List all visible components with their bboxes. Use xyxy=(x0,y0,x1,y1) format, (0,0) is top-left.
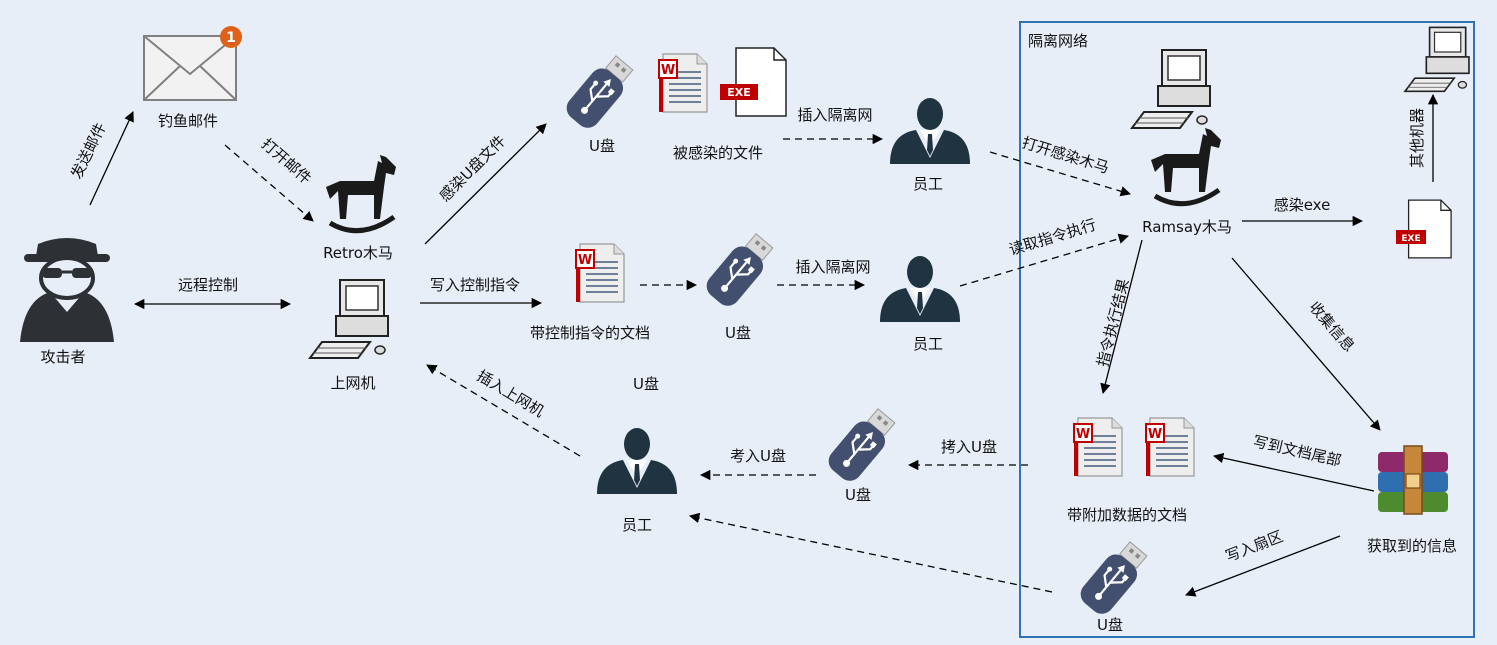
other-machine-node: 其他机器 xyxy=(1404,26,1470,168)
word-document-icon xyxy=(1073,417,1123,477)
floating-usb-label: U盘 xyxy=(633,375,659,393)
employee-top-label: 员工 xyxy=(913,175,943,193)
employee-bottom-node: 员工 xyxy=(597,428,677,534)
label-write-command: 写入控制指令 xyxy=(430,276,520,294)
exe-tag-iso: EXE xyxy=(1401,234,1420,244)
usb-bottom-node: U盘 xyxy=(822,403,902,504)
internet-host-label: 上网机 xyxy=(330,374,375,392)
edges xyxy=(89,93,1439,597)
word-document-icon xyxy=(1145,417,1195,477)
word-document-icon xyxy=(658,53,708,113)
usb-iso-label: U盘 xyxy=(1097,616,1123,634)
edge-insert-host xyxy=(426,364,581,457)
phishing-mail-label: 钓鱼邮件 xyxy=(158,112,218,130)
employee-top-node: 员工 xyxy=(890,98,970,193)
zone-title: 隔离网络 xyxy=(1028,32,1088,50)
exe-file-icon xyxy=(1407,199,1452,259)
envelope-icon xyxy=(143,35,237,101)
usb-mid-label: U盘 xyxy=(725,324,751,342)
label-infect-exe: 感染exe xyxy=(1274,196,1331,214)
usb-top-label: U盘 xyxy=(589,137,615,155)
employee-mid-label: 员工 xyxy=(913,335,943,353)
usb-bottom-label: U盘 xyxy=(845,486,871,504)
edge-open-mail xyxy=(224,144,314,222)
retro-trojan-node: Retro木马 xyxy=(323,155,396,262)
attacker-node: 攻击者 xyxy=(20,238,114,366)
edge-send-mail xyxy=(89,111,134,206)
ramsay-trojan-node: Ramsay木马 xyxy=(1142,128,1232,236)
data-doc-label: 带附加数据的文档 xyxy=(1067,506,1187,524)
ramsay-trojan-label: Ramsay木马 xyxy=(1142,218,1232,236)
exe-tag-top: EXE xyxy=(727,86,751,99)
infected-file-node: EXE 被感染的文件 xyxy=(658,47,787,162)
data-doc-node: 带附加数据的文档 xyxy=(1067,417,1195,524)
edge-sector-to-employee xyxy=(688,512,1053,593)
label-copy-usb: 拷入U盘 xyxy=(941,438,997,456)
attacker-icon xyxy=(20,238,114,342)
edge-write-sector xyxy=(1185,535,1341,597)
archive-icon xyxy=(1378,445,1448,515)
exe-file-iso-node: EXE xyxy=(1396,199,1452,259)
notification-badge xyxy=(220,26,242,48)
edge-write-tail xyxy=(1212,452,1375,492)
usb-mid-node: U盘 xyxy=(700,228,780,342)
employee-mid-node: 员工 xyxy=(880,256,960,353)
label-insert-iso-mid: 插入隔离网 xyxy=(795,258,870,276)
edge-command-result xyxy=(1100,239,1143,395)
word-document-icon xyxy=(575,243,625,303)
usb-top-node: U盘 xyxy=(560,50,640,155)
command-doc-label: 带控制指令的文档 xyxy=(530,324,650,342)
exe-tag-badge xyxy=(1396,230,1426,244)
edge-infect-usb xyxy=(424,123,547,245)
edge-open-trojan xyxy=(989,151,1131,197)
other-machine-label: 其他机器 xyxy=(1408,108,1426,168)
internet-host-node: 上网机 xyxy=(309,279,389,392)
edge-collect-info xyxy=(1231,257,1381,431)
phishing-mail-node: 1 钓鱼邮件 xyxy=(143,26,242,130)
collected-info-label: 获取到的信息 xyxy=(1367,537,1457,555)
label-remote-control: 远程控制 xyxy=(178,276,238,294)
label-insert-iso-top: 插入隔离网 xyxy=(797,106,872,124)
label-copy-usb-2: 考入U盘 xyxy=(730,447,786,465)
retro-trojan-label: Retro木马 xyxy=(323,244,393,262)
usb-iso-node: U盘 xyxy=(1074,536,1154,634)
attacker-label: 攻击者 xyxy=(40,348,85,366)
collected-info-node: 获取到的信息 xyxy=(1367,445,1457,555)
infected-file-label: 被感染的文件 xyxy=(673,144,763,162)
notification-count: 1 xyxy=(226,30,236,46)
employee-bottom-label: 员工 xyxy=(622,516,652,534)
command-doc-node: 带控制指令的文档 xyxy=(530,243,650,342)
edge-read-execute xyxy=(959,233,1129,287)
exe-file-icon: EXE xyxy=(720,47,787,117)
isolated-network-zone xyxy=(1019,21,1475,638)
